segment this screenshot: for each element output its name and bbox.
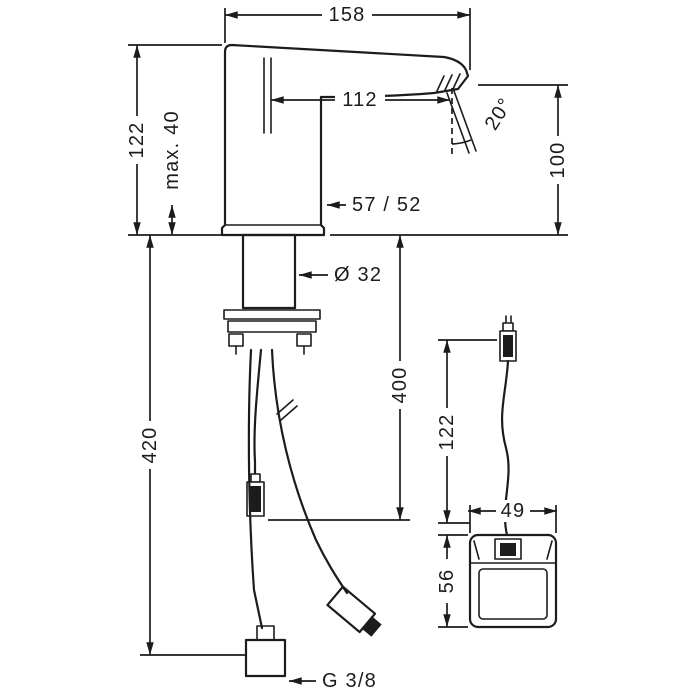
dim-5752-label: 57 / 52 <box>352 194 422 216</box>
fixing-bolt-left <box>228 333 244 355</box>
hose-break-mark <box>276 399 298 421</box>
dimension-labels: 158 122 max. 40 112 20° 100 57 / 52 Ø 32… <box>126 4 569 692</box>
dim-112-label: 112 <box>342 89 378 111</box>
g38-fitting <box>244 625 287 678</box>
faucet-outline <box>220 43 470 237</box>
fixing-bolt-right <box>296 333 312 355</box>
ext-line <box>128 44 222 236</box>
supply-hose-left <box>247 348 264 630</box>
control-cable-connector <box>499 315 517 362</box>
control-unit <box>468 315 558 629</box>
threaded-shank <box>241 233 297 310</box>
dim-56-label: 56 <box>436 569 458 594</box>
angled-fitting <box>326 585 382 637</box>
dim-420-label: 420 <box>139 427 161 464</box>
dim-max40-label: max. 40 <box>161 110 183 190</box>
dim-122-right-label: 122 <box>436 414 458 451</box>
ext-line <box>330 84 568 236</box>
supply-hose-right <box>270 348 349 595</box>
control-box <box>468 533 558 629</box>
dim-o32-label: Ø 32 <box>334 264 382 286</box>
dim-49-label: 49 <box>501 500 526 522</box>
dim-122-left-label: 122 <box>126 122 148 159</box>
dim-g38-label: G 3/8 <box>322 670 377 692</box>
cable-plug <box>246 473 265 517</box>
dim-158-label: 158 <box>329 4 366 26</box>
mounting-nut <box>227 320 317 333</box>
dim-400-label: 400 <box>389 367 411 404</box>
aerator-slots-icon <box>436 73 461 92</box>
water-stream <box>446 90 477 154</box>
sensor-cable <box>253 348 263 484</box>
ext-line <box>438 534 468 628</box>
faucet-assembly <box>220 43 477 678</box>
dim-angle-label: 20° <box>481 94 518 134</box>
mounting-washer <box>223 309 321 320</box>
dim-100-label: 100 <box>547 142 569 179</box>
angle-arc <box>451 139 472 145</box>
